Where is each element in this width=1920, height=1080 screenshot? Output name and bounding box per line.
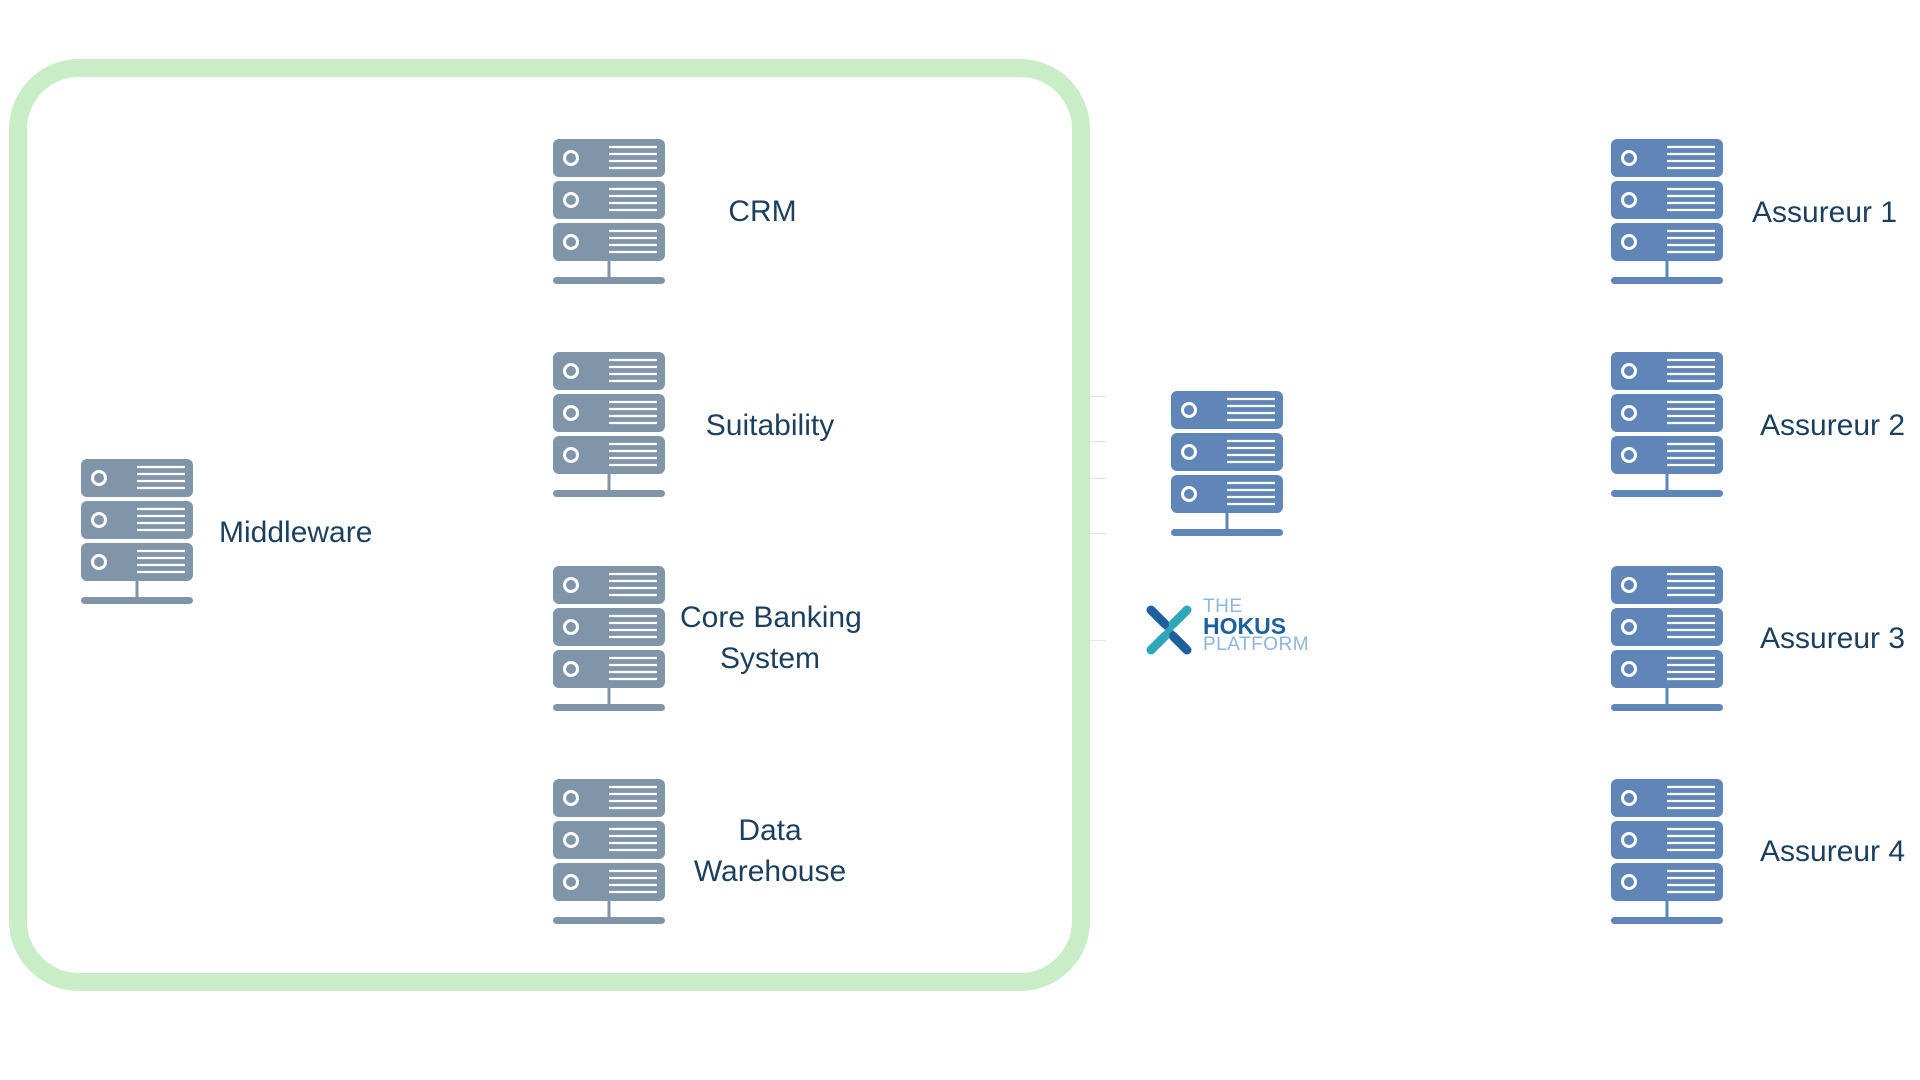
connector-line bbox=[1090, 533, 1106, 534]
middleware-server-icon bbox=[81, 459, 193, 605]
internal-systems-boundary bbox=[9, 59, 1090, 991]
assureur-4-label: Assureur 4 bbox=[1760, 835, 1906, 868]
assureur-4-server-icon bbox=[1611, 779, 1723, 925]
connector-line bbox=[1090, 441, 1106, 442]
assureur-1-label: Assureur 1 bbox=[1752, 196, 1898, 229]
logo-text-the: THE bbox=[1203, 596, 1243, 617]
connector-line bbox=[1090, 396, 1106, 397]
hokus-platform-logo: THE HOKUS PLATFORM bbox=[1141, 596, 1321, 660]
server-rack-icon bbox=[1611, 352, 1723, 497]
server-rack-icon bbox=[1611, 779, 1723, 924]
logo-text-hokus: HOKUS bbox=[1203, 613, 1287, 639]
server-rack-icon bbox=[553, 779, 665, 924]
hokus-platform-server-icon bbox=[1171, 391, 1283, 537]
crm-label: CRM bbox=[728, 195, 797, 228]
server-rack-icon bbox=[553, 566, 665, 711]
logo-text-platform: PLATFORM bbox=[1203, 634, 1310, 655]
data-warehouse-label: Data Warehouse bbox=[693, 814, 847, 888]
core-banking-label: Core Banking System bbox=[680, 601, 862, 675]
server-rack-icon bbox=[1171, 391, 1283, 536]
assureur-3-label: Assureur 3 bbox=[1760, 622, 1906, 655]
suitability-server-icon bbox=[553, 352, 665, 498]
core-banking-server-icon bbox=[553, 566, 665, 712]
assureur-2-server-icon bbox=[1611, 352, 1723, 498]
assureur-2-label: Assureur 2 bbox=[1760, 409, 1906, 442]
server-rack-icon bbox=[553, 352, 665, 497]
hokus-x-icon bbox=[1146, 605, 1192, 655]
connector-line bbox=[1090, 478, 1106, 479]
server-rack-icon bbox=[81, 459, 193, 604]
crm-server-icon bbox=[553, 139, 665, 285]
data-warehouse-server-icon bbox=[553, 779, 665, 925]
assureur-1-server-icon bbox=[1611, 139, 1723, 285]
server-rack-icon bbox=[553, 139, 665, 284]
suitability-label: Suitability bbox=[705, 409, 835, 442]
server-rack-icon bbox=[1611, 566, 1723, 711]
connector-line bbox=[1090, 640, 1106, 641]
middleware-label: Middleware bbox=[219, 516, 373, 549]
server-rack-icon bbox=[1611, 139, 1723, 284]
assureur-3-server-icon bbox=[1611, 566, 1723, 712]
